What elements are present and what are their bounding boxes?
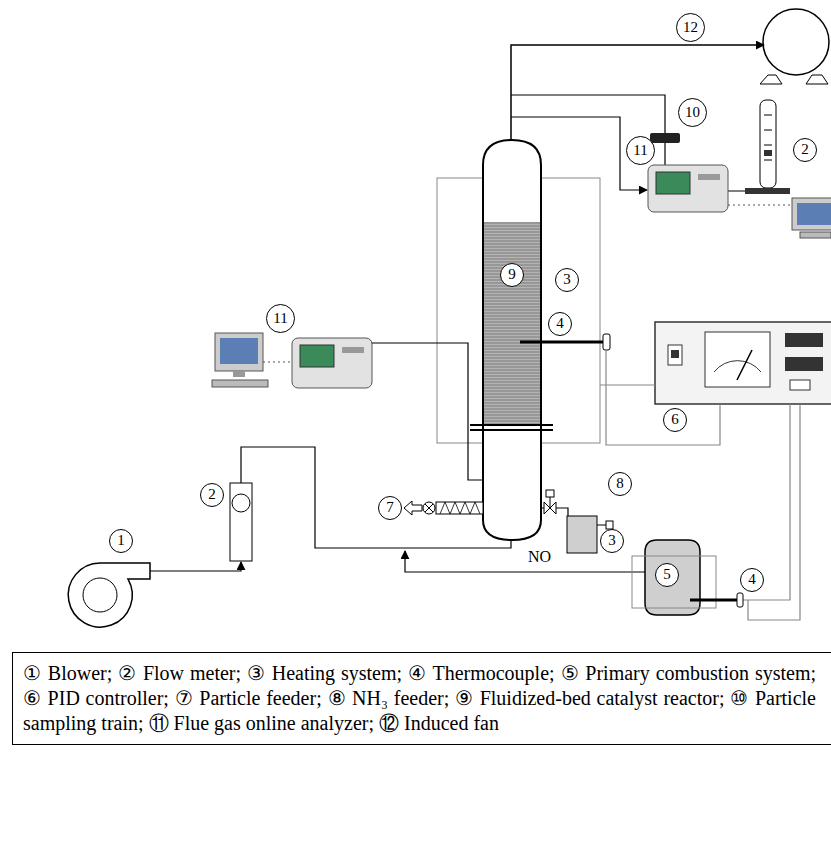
gauge-needle	[737, 350, 752, 380]
combustion-vessel	[645, 540, 700, 615]
gauge-scale	[714, 361, 761, 372]
computer-keyboard	[212, 380, 268, 387]
no-gas-pipe	[405, 551, 645, 572]
ammonia-regulator	[606, 521, 613, 529]
thermocouple-rod	[520, 341, 604, 344]
computer-screen	[797, 203, 831, 225]
air-pipe	[150, 562, 241, 571]
stream-label: NO	[526, 548, 553, 566]
blower-casing	[68, 563, 150, 627]
callout-number: 5	[655, 563, 679, 587]
analyzer-buttons	[698, 174, 720, 180]
analyzer-screen	[656, 172, 690, 194]
callout-number: 11	[266, 304, 295, 333]
feed-valve-cross	[425, 504, 433, 512]
sampling-pipe	[511, 95, 665, 133]
exhaust-pipe	[511, 45, 764, 140]
callout-number: 4	[548, 312, 572, 336]
catalyst-bed	[484, 222, 540, 425]
pid-display	[785, 357, 823, 371]
gas-analyzer	[648, 165, 728, 212]
sampling-pipe	[372, 343, 483, 480]
callout-number: 9	[500, 263, 524, 287]
rotameter-base	[745, 188, 790, 194]
screw-flight	[440, 502, 480, 514]
sampling-filter	[650, 133, 680, 143]
computer-keyboard	[800, 232, 831, 238]
rotameter-float	[764, 150, 772, 156]
callout-number: 1	[109, 529, 133, 553]
data-cable	[263, 362, 292, 363]
callout-number: 3	[555, 268, 579, 292]
analyzer-screen	[300, 345, 334, 367]
ammonia-bottle	[567, 516, 597, 553]
callout-number: 6	[663, 408, 687, 432]
thermocouple-head	[603, 334, 610, 350]
callout-number: 4	[740, 568, 764, 592]
pid-button	[790, 380, 810, 390]
callout-number: 7	[378, 496, 402, 520]
computer-monitor	[792, 198, 831, 230]
valve-stem	[550, 497, 551, 508]
thermocouple-rod	[690, 599, 738, 602]
ammonia-pipe	[597, 525, 606, 526]
pid-switch	[668, 345, 682, 365]
screw-feeder	[436, 502, 483, 514]
power-wire	[600, 384, 655, 385]
figure-caption: ① Blower; ② Flow meter; ③ Heating system…	[12, 652, 831, 745]
fan-casing	[763, 9, 829, 75]
flow-meter	[230, 483, 252, 561]
computer-screen	[220, 338, 258, 364]
pid-gauge	[705, 332, 770, 387]
computer-monitor	[215, 333, 263, 371]
pid-display	[785, 333, 823, 347]
data-cable	[728, 205, 792, 206]
callout-number: 12	[676, 13, 705, 42]
callout-number: 3	[600, 529, 624, 553]
feed-arrow	[404, 501, 422, 515]
monitor-stand	[233, 371, 245, 377]
valve-handle	[546, 490, 554, 497]
callout-number: 11	[626, 136, 655, 165]
fan-foot	[806, 75, 828, 84]
analyzer-buttons	[342, 347, 364, 353]
fan-foot	[760, 75, 782, 84]
callout-number: 2	[793, 138, 817, 162]
signal-wire	[606, 350, 720, 445]
flow-meter-dial	[232, 494, 250, 512]
rotameter-scale	[764, 115, 772, 160]
thermocouple-head	[737, 593, 743, 607]
pid-switch-knob	[671, 350, 679, 358]
callout-number: 10	[678, 98, 707, 127]
pid-controller	[655, 322, 831, 404]
callout-number: 2	[200, 483, 224, 507]
feed-valve	[423, 502, 435, 514]
reactor-vessel	[483, 140, 541, 540]
rotameter-tube	[760, 100, 776, 188]
gas-analyzer	[292, 338, 372, 388]
air-pipe	[241, 447, 511, 548]
callout-number: 8	[608, 472, 632, 496]
blower-impeller	[83, 578, 117, 612]
distributor-flange	[470, 425, 553, 430]
